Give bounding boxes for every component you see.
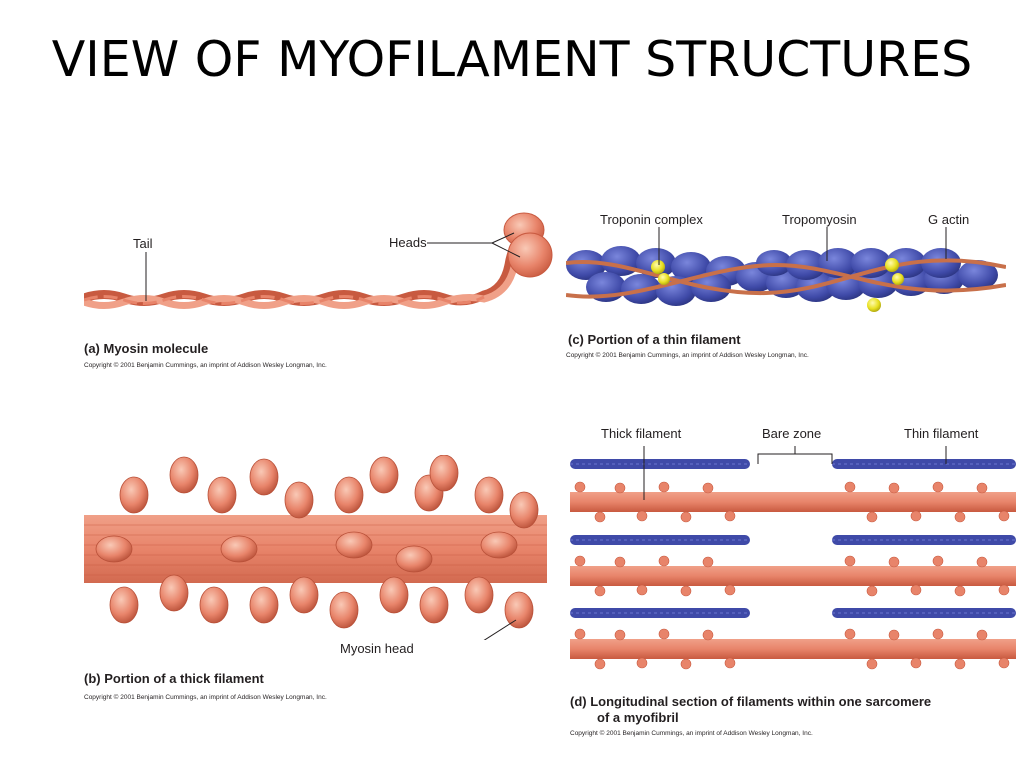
heads-label: Heads — [389, 235, 427, 250]
panel-d-caption-line1: (d) Longitudinal section of filaments wi… — [570, 694, 932, 709]
panel-a-caption: (a) Myosin molecule — [84, 341, 209, 356]
myosin-head-label: Myosin head — [340, 641, 414, 656]
panel-a-copyright: Copyright © 2001 Benjamin Cummings, an i… — [84, 362, 327, 369]
panel-d-caption-line2: of a myofibril — [597, 710, 679, 725]
troponin-complex-label: Troponin complex — [600, 212, 703, 227]
myosin-molecule-illustration — [84, 212, 553, 309]
bare-zone-label: Bare zone — [762, 426, 822, 441]
sarcomere-illustration — [570, 446, 1016, 670]
tail-label: Tail — [133, 236, 153, 251]
panel-c-copyright: Copyright © 2001 Benjamin Cummings, an i… — [566, 352, 809, 359]
slide-title: VIEW OF MYOFILAMENT STRUCTURES — [0, 28, 1024, 92]
g-actin-label: G actin — [928, 212, 970, 227]
thick-filament-illustration — [84, 455, 547, 640]
panel-d-copyright: Copyright © 2001 Benjamin Cummings, an i… — [570, 730, 813, 737]
panel-b-copyright: Copyright © 2001 Benjamin Cummings, an i… — [84, 694, 327, 701]
panel-c-caption: (c) Portion of a thin filament — [568, 332, 741, 347]
thin-filament-label: Thin filament — [904, 426, 979, 441]
slide-title-text: VIEW OF MYOFILAMENT STRUCTURES — [51, 31, 973, 88]
tropomyosin-label: Tropomyosin — [782, 212, 857, 227]
thick-filament-label: Thick filament — [601, 426, 682, 441]
thin-filament-illustration — [566, 227, 1006, 312]
panel-b-caption: (b) Portion of a thick filament — [84, 671, 264, 686]
